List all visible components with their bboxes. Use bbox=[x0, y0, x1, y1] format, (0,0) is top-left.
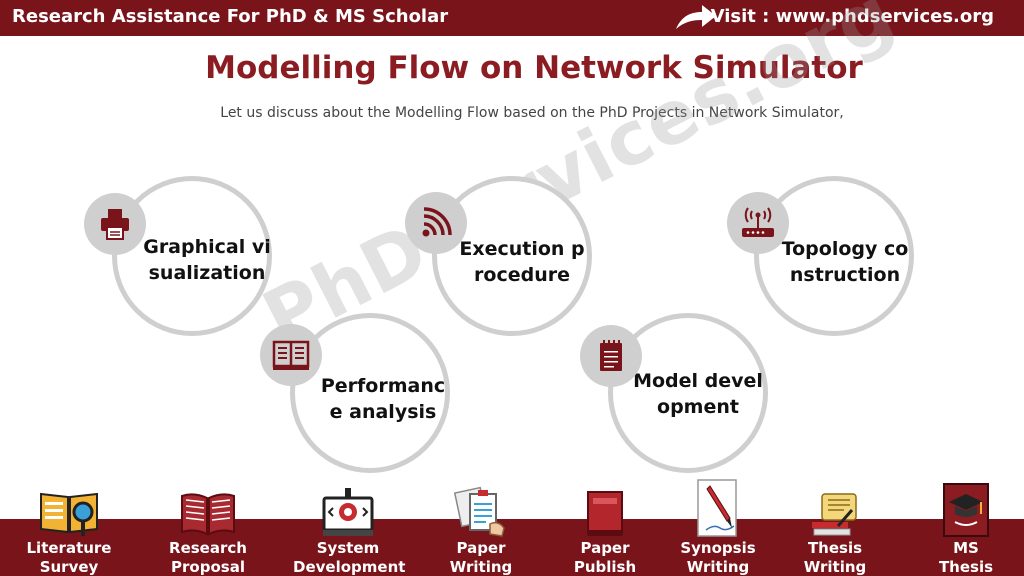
service-label: Thesis bbox=[807, 539, 863, 557]
flow-step-ring bbox=[112, 176, 272, 336]
service-label: Thesis bbox=[938, 558, 994, 576]
service-label: Synopsis bbox=[680, 539, 756, 557]
closed-book-icon bbox=[550, 480, 660, 538]
service-research-proposal[interactable]: Research Proposal bbox=[153, 480, 263, 576]
header-bar: Research Assistance For PhD & MS Scholar… bbox=[0, 0, 1024, 36]
service-paper-writing[interactable]: Paper Writing bbox=[426, 480, 536, 576]
clipboard-hand-icon bbox=[426, 480, 536, 538]
service-label: Proposal bbox=[171, 558, 245, 576]
open-book-icon bbox=[153, 480, 263, 538]
service-label: Paper bbox=[580, 539, 630, 557]
graduation-book-icon bbox=[911, 480, 1021, 538]
service-label: Development bbox=[293, 558, 406, 576]
computer-gear-icon bbox=[293, 480, 403, 538]
wifi-icon bbox=[405, 192, 467, 254]
service-label: System bbox=[316, 539, 380, 557]
scroll-books-icon bbox=[780, 480, 890, 538]
service-literature-survey[interactable]: Literature Survey bbox=[14, 480, 124, 576]
service-label: Publish bbox=[573, 558, 637, 576]
flow-step-label: Graphical visualization bbox=[143, 236, 271, 284]
website-link[interactable]: Visit : www.phdservices.org bbox=[710, 6, 994, 27]
service-system-development[interactable]: System Development bbox=[293, 480, 406, 576]
arrow-icon bbox=[672, 3, 718, 37]
printer-icon bbox=[84, 193, 146, 255]
flow-step-label: Topology construction bbox=[781, 238, 909, 286]
header-tagline: Research Assistance For PhD & MS Scholar bbox=[12, 6, 449, 27]
service-label: MS bbox=[953, 539, 979, 557]
service-label: Survey bbox=[39, 558, 99, 576]
services-bar bbox=[0, 519, 1024, 576]
page-subtitle: Let us discuss about the Modelling Flow … bbox=[220, 105, 844, 121]
service-label: Research bbox=[169, 539, 247, 557]
service-label: Writing bbox=[449, 558, 513, 576]
notepad-icon bbox=[580, 325, 642, 387]
router-icon bbox=[727, 192, 789, 254]
service-thesis-writing[interactable]: Thesis Writing bbox=[780, 480, 890, 576]
service-label: Literature bbox=[26, 539, 112, 557]
service-paper-publish[interactable]: Paper Publish bbox=[550, 480, 660, 576]
flow-step-label: Execution procedure bbox=[459, 238, 585, 286]
service-label: Paper bbox=[456, 539, 506, 557]
book-icon bbox=[260, 324, 322, 386]
service-synopsis-writing[interactable]: Synopsis Writing bbox=[663, 479, 773, 576]
flow-step-label: Performance analysis bbox=[320, 375, 446, 423]
magnifier-book-icon bbox=[14, 480, 124, 538]
pen-paper-icon bbox=[663, 479, 773, 538]
service-ms-thesis[interactable]: MS Thesis bbox=[911, 480, 1021, 576]
service-label: Writing bbox=[686, 558, 750, 576]
service-label: Writing bbox=[803, 558, 867, 576]
flow-step-label: Model development bbox=[633, 370, 763, 418]
page-title: Modelling Flow on Network Simulator bbox=[205, 50, 863, 86]
